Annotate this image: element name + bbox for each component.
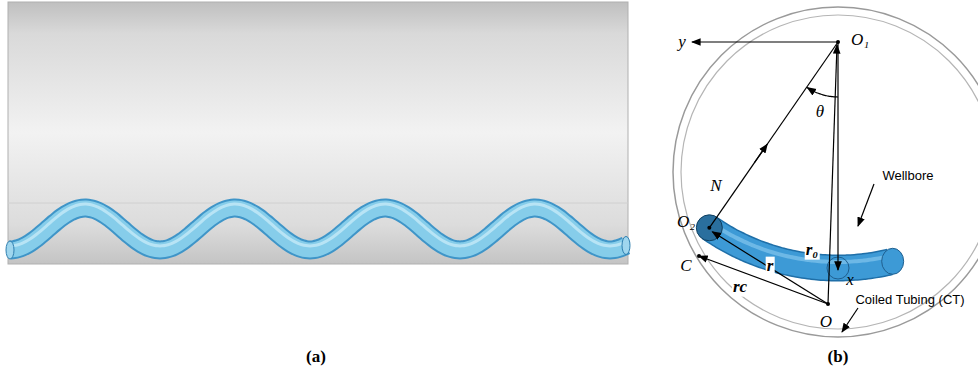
point <box>707 226 711 230</box>
normal-arrow <box>754 144 767 163</box>
point <box>826 302 830 306</box>
wellbore-end <box>696 215 722 241</box>
vector-r0 <box>828 45 837 304</box>
point-label: O₁ <box>851 31 869 50</box>
axis-label: x <box>846 271 854 290</box>
theta-arc <box>807 88 838 97</box>
coiled-tubing-body <box>8 2 628 264</box>
normal-line <box>709 42 838 228</box>
arc-highlight <box>709 222 890 262</box>
y-axis <box>692 41 838 42</box>
ct-outer-wall <box>673 7 978 337</box>
ct-inner-wall <box>681 15 978 329</box>
wellbore-leader <box>858 184 874 226</box>
x-axis <box>837 42 838 270</box>
tube-end <box>6 241 14 259</box>
part-label: Wellbore <box>882 169 933 183</box>
point-label: O₂ <box>677 213 695 232</box>
vector-label: r₀ <box>805 241 820 260</box>
vector-r <box>712 232 828 304</box>
wellbore-section <box>696 215 903 279</box>
part-label: Coiled Tubing (CT) <box>855 293 964 307</box>
geometry-lines <box>692 40 874 332</box>
point-label: C <box>680 257 691 276</box>
tube-highlight <box>10 204 626 246</box>
vector-label: rc <box>732 278 748 297</box>
angle-label: θ <box>816 103 824 122</box>
force-label: N <box>710 177 721 196</box>
tube-end <box>622 236 630 254</box>
wellbore-tube <box>6 204 630 259</box>
panel-label: (b) <box>828 348 849 367</box>
vector-label: r <box>766 257 775 276</box>
point <box>836 40 840 44</box>
point-label: O <box>820 313 832 332</box>
axis-label: y <box>678 33 686 52</box>
ct-leader <box>842 308 858 332</box>
wellbore-end <box>882 248 904 274</box>
point <box>697 254 701 258</box>
panel-label: (a) <box>306 348 326 367</box>
